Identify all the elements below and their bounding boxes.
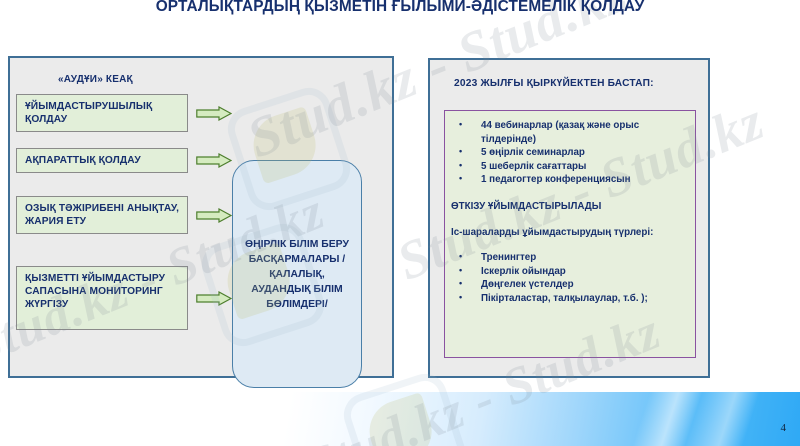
list-item: 44 вебинарлар (қазақ және орыс тілдерінд… (451, 118, 689, 146)
list-item: Пікірталастар, талқылаулар, т.б. ); (451, 291, 689, 306)
flow-box-best-practice[interactable]: ОЗЫҚ ТӘЖІРИБЕНІ АНЫҚТАУ, ЖАРИЯ ЕТУ (16, 196, 188, 234)
left-panel: «АУДҰИ» КЕАҚ ҰЙЫМДАСТЫРУШЫЛЫҚ ҚОЛДАУ АҚП… (8, 56, 394, 388)
list-item: 5 шеберлік сағаттары (451, 159, 689, 174)
page-number: 4 (780, 422, 787, 434)
arrow-right-icon-1 (196, 106, 232, 121)
background-blue-sweep (0, 392, 800, 446)
arrow-right-icon-4 (196, 291, 232, 306)
formats-list: Тренингтер Іскерлік ойындар Дөңгелек үст… (451, 250, 689, 306)
formats-heading-text: Іс-шараларды ұйымдастырудың түрлері: (451, 226, 654, 238)
flow-box-quality-monitoring[interactable]: ҚЫЗМЕТТІ ҰЙЫМДАСТЫРУ САПАСЫНА МОНИТОРИНГ… (16, 266, 188, 330)
background-divider-line (0, 392, 800, 393)
page-title: ОРТАЛЫҚТАРДЫҢ ҚЫЗМЕТІН ҒЫЛЫМИ-ӘДІСТЕМЕЛІ… (155, 0, 645, 15)
events-list: 44 вебинарлар (қазақ және орыс тілдерінд… (451, 118, 689, 187)
leaf-logo-icon (338, 368, 472, 446)
arrow-right-icon-2 (196, 153, 232, 168)
spacer (451, 187, 689, 200)
flow-box-organizational-support[interactable]: ҰЙЫМДАСТЫРУШЫЛЫҚ ҚОЛДАУ (16, 94, 188, 132)
list-item: Тренингтер (451, 250, 689, 265)
list-item: Іскерлік ойындар (451, 264, 689, 279)
list-item: 5 өңірлік семинарлар (451, 145, 689, 160)
list-item: 1 педагогтер конференциясын (451, 172, 689, 187)
right-panel-heading: 2023 ЖЫЛҒЫ ҚЫРКҮЙЕКТЕН БАСТАП: (454, 78, 654, 89)
arrow-right-icon-3 (196, 208, 232, 223)
left-panel-heading: «АУДҰИ» КЕАҚ (58, 74, 133, 85)
list-item: Дөңгелек үстелдер (451, 277, 689, 292)
spacer (451, 214, 689, 226)
flow-box-informational-support[interactable]: АҚПАРАТТЫҚ ҚОЛДАУ (16, 148, 188, 173)
events-footer-text: ӨТКІЗУ ҰЙЫМДАСТЫРЫЛАДЫ (451, 200, 602, 212)
right-panel: 2023 ЖЫЛҒЫ ҚЫРКҮЙЕКТЕН БАСТАП: 44 вебина… (428, 58, 710, 378)
center-box-regional-education-departments[interactable]: ӨҢІРЛІК БІЛІМ БЕРУ БАСҚАРМАЛАРЫ /ҚАЛАЛЫҚ… (232, 160, 362, 388)
spacer (451, 239, 689, 251)
right-panel-content-box: 44 вебинарлар (қазақ және орыс тілдерінд… (444, 110, 696, 358)
background-diagonal-highlight (580, 386, 800, 446)
